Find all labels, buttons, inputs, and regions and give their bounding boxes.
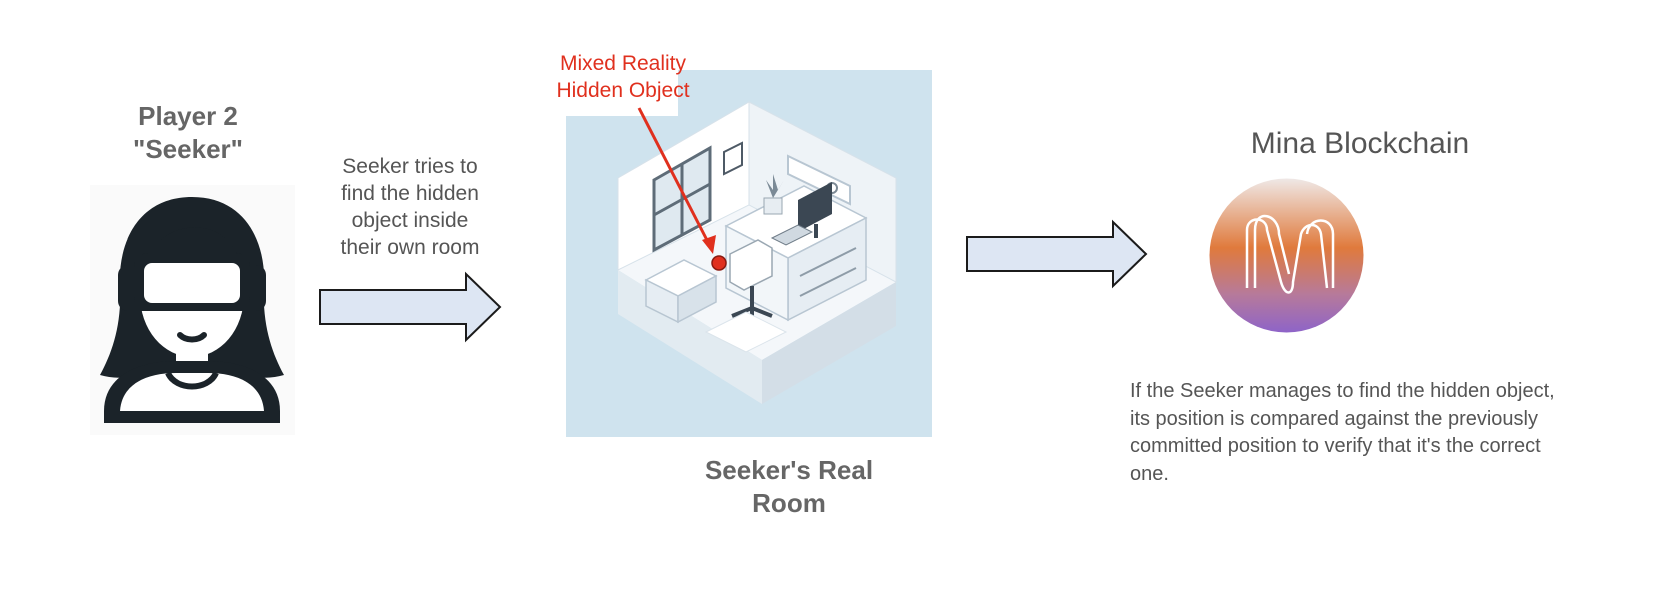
mina-logo-icon (1209, 178, 1364, 333)
hidden-object-label: Mixed Reality Hidden Object (556, 52, 690, 102)
hidden-object-marker (711, 255, 727, 271)
player-title-line2: "Seeker" (133, 134, 243, 164)
arrow-right-2-icon (966, 219, 1148, 289)
vr-user-icon (90, 185, 295, 435)
arrow-right-1-icon (319, 271, 502, 343)
room-illustration (566, 70, 932, 437)
room-caption: Seeker's Real Room (704, 455, 874, 518)
label-backdrop (566, 70, 678, 116)
verification-text: If the Seeker manages to find the hidden… (1130, 380, 1555, 485)
blockchain-title: Mina Blockchain (1250, 127, 1470, 160)
player-title: Player 2 "Seeker" (108, 100, 268, 166)
player-title-line1: Player 2 (138, 101, 238, 131)
seeker-step-text: Seeker tries to find the hidden object i… (340, 155, 480, 259)
